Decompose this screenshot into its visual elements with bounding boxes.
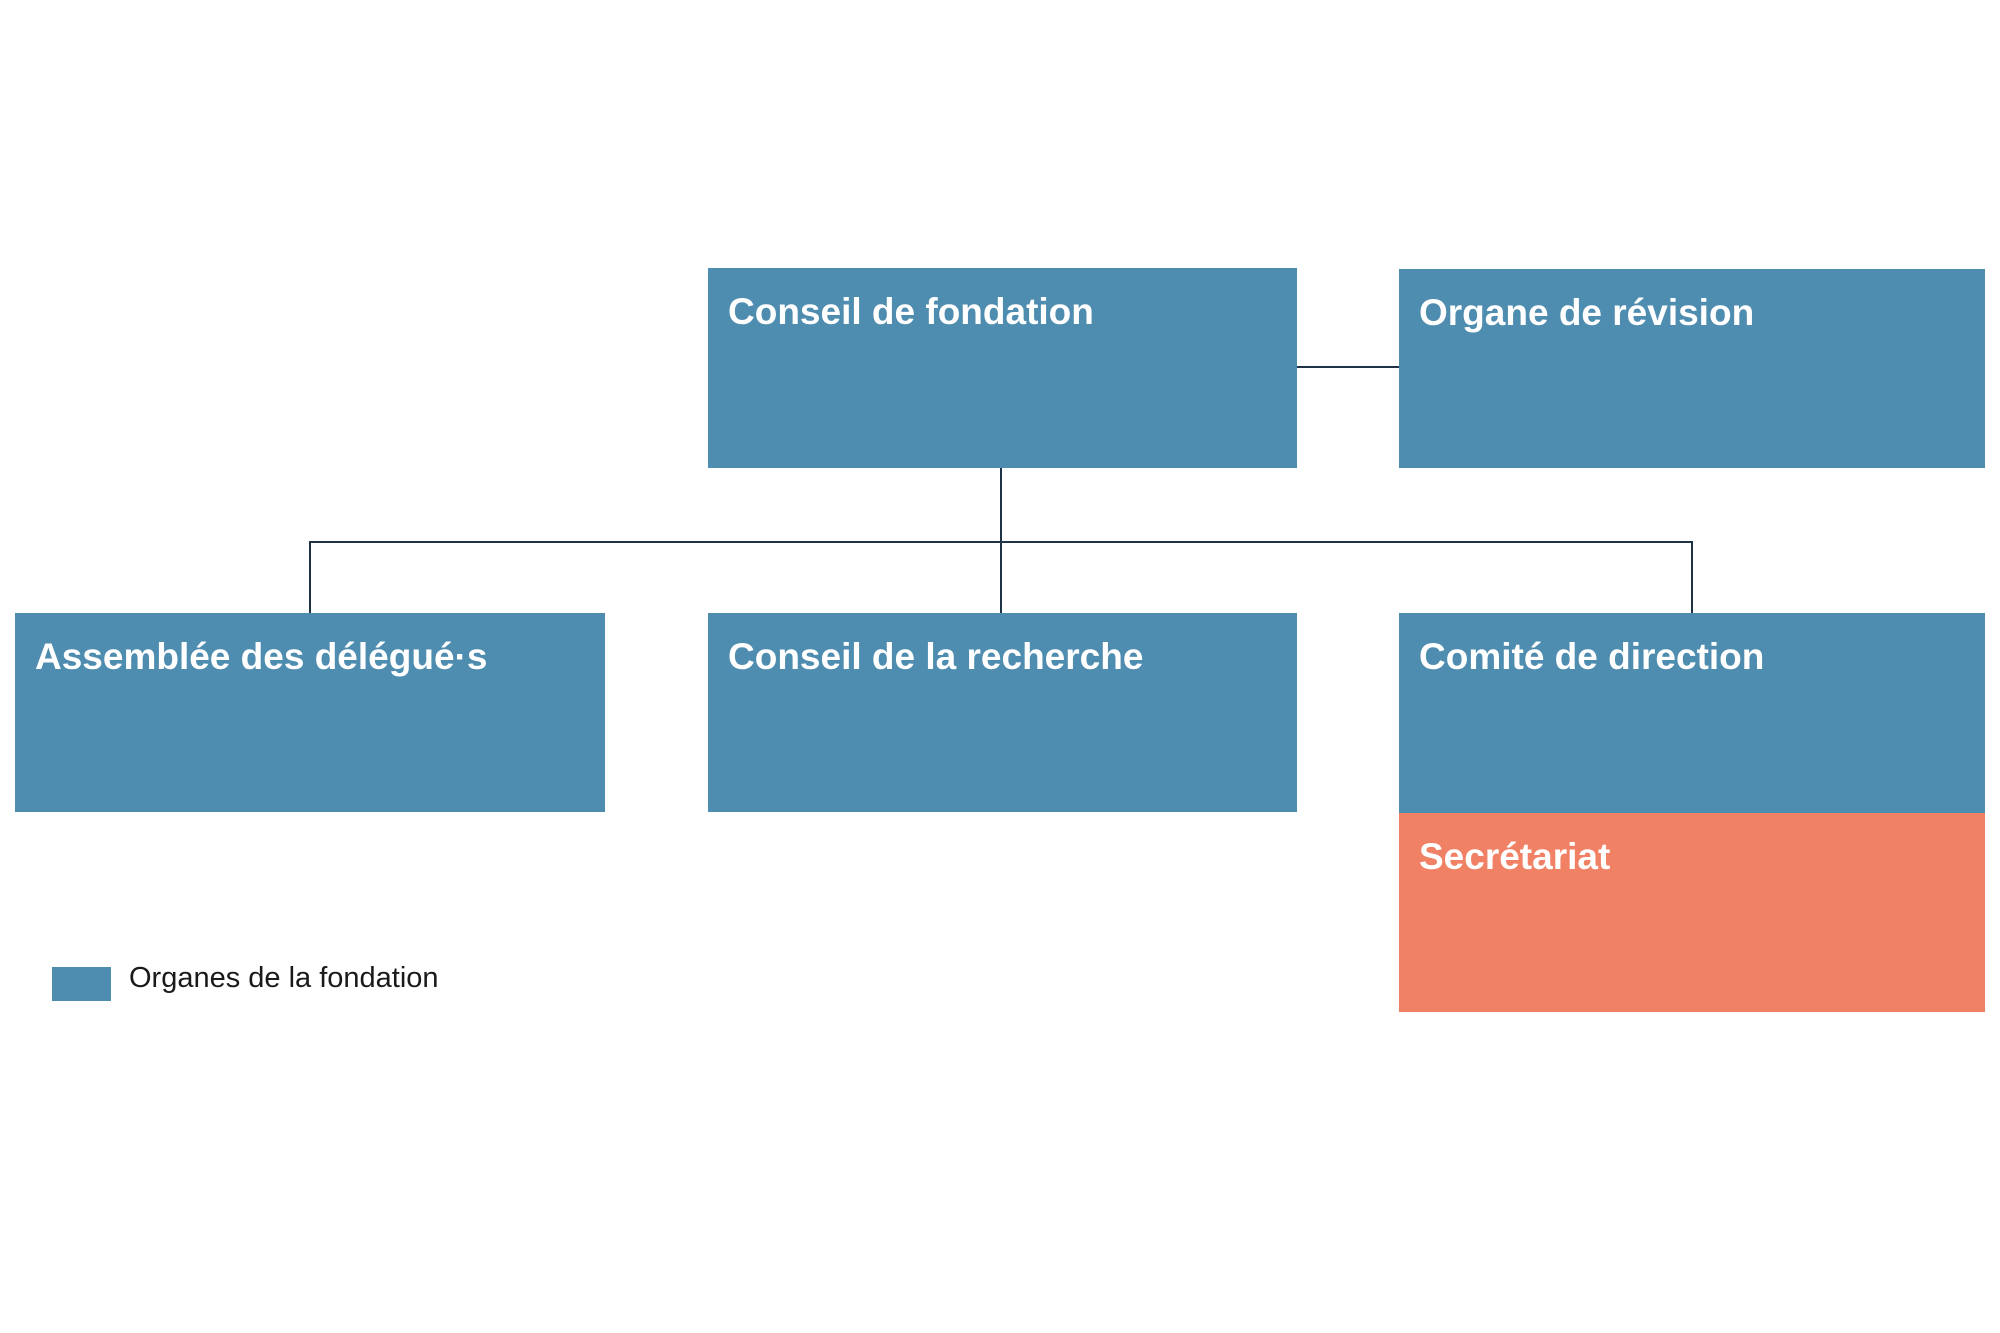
node-label: Assemblée des délégué·s xyxy=(35,636,488,677)
node-label: Secrétariat xyxy=(1419,836,1611,877)
node-conseil-de-fondation: Conseil de fondation xyxy=(708,268,1297,468)
node-assemblee-des-delegues: Assemblée des délégué·s xyxy=(15,613,605,812)
legend-label-organes: Organes de la fondation xyxy=(129,962,439,994)
node-label: Organe de révision xyxy=(1419,292,1755,333)
node-label: Comité de direction xyxy=(1419,636,1765,677)
connector-branch-comite xyxy=(1691,541,1693,613)
node-secretariat: Secrétariat xyxy=(1399,813,1985,1012)
node-organe-de-revision: Organe de révision xyxy=(1399,269,1985,468)
legend-swatch-organes xyxy=(52,967,111,1001)
node-comite-de-direction: Comité de direction xyxy=(1399,613,1985,813)
connector-branch-assemblee xyxy=(309,541,311,613)
connector-fondation-trunk xyxy=(1000,468,1002,542)
node-label: Conseil de la recherche xyxy=(728,636,1144,677)
connector-fondation-revision xyxy=(1296,366,1399,368)
connector-branch-recherche xyxy=(1000,541,1002,613)
node-label: Conseil de fondation xyxy=(728,291,1094,332)
node-conseil-de-la-recherche: Conseil de la recherche xyxy=(708,613,1297,812)
